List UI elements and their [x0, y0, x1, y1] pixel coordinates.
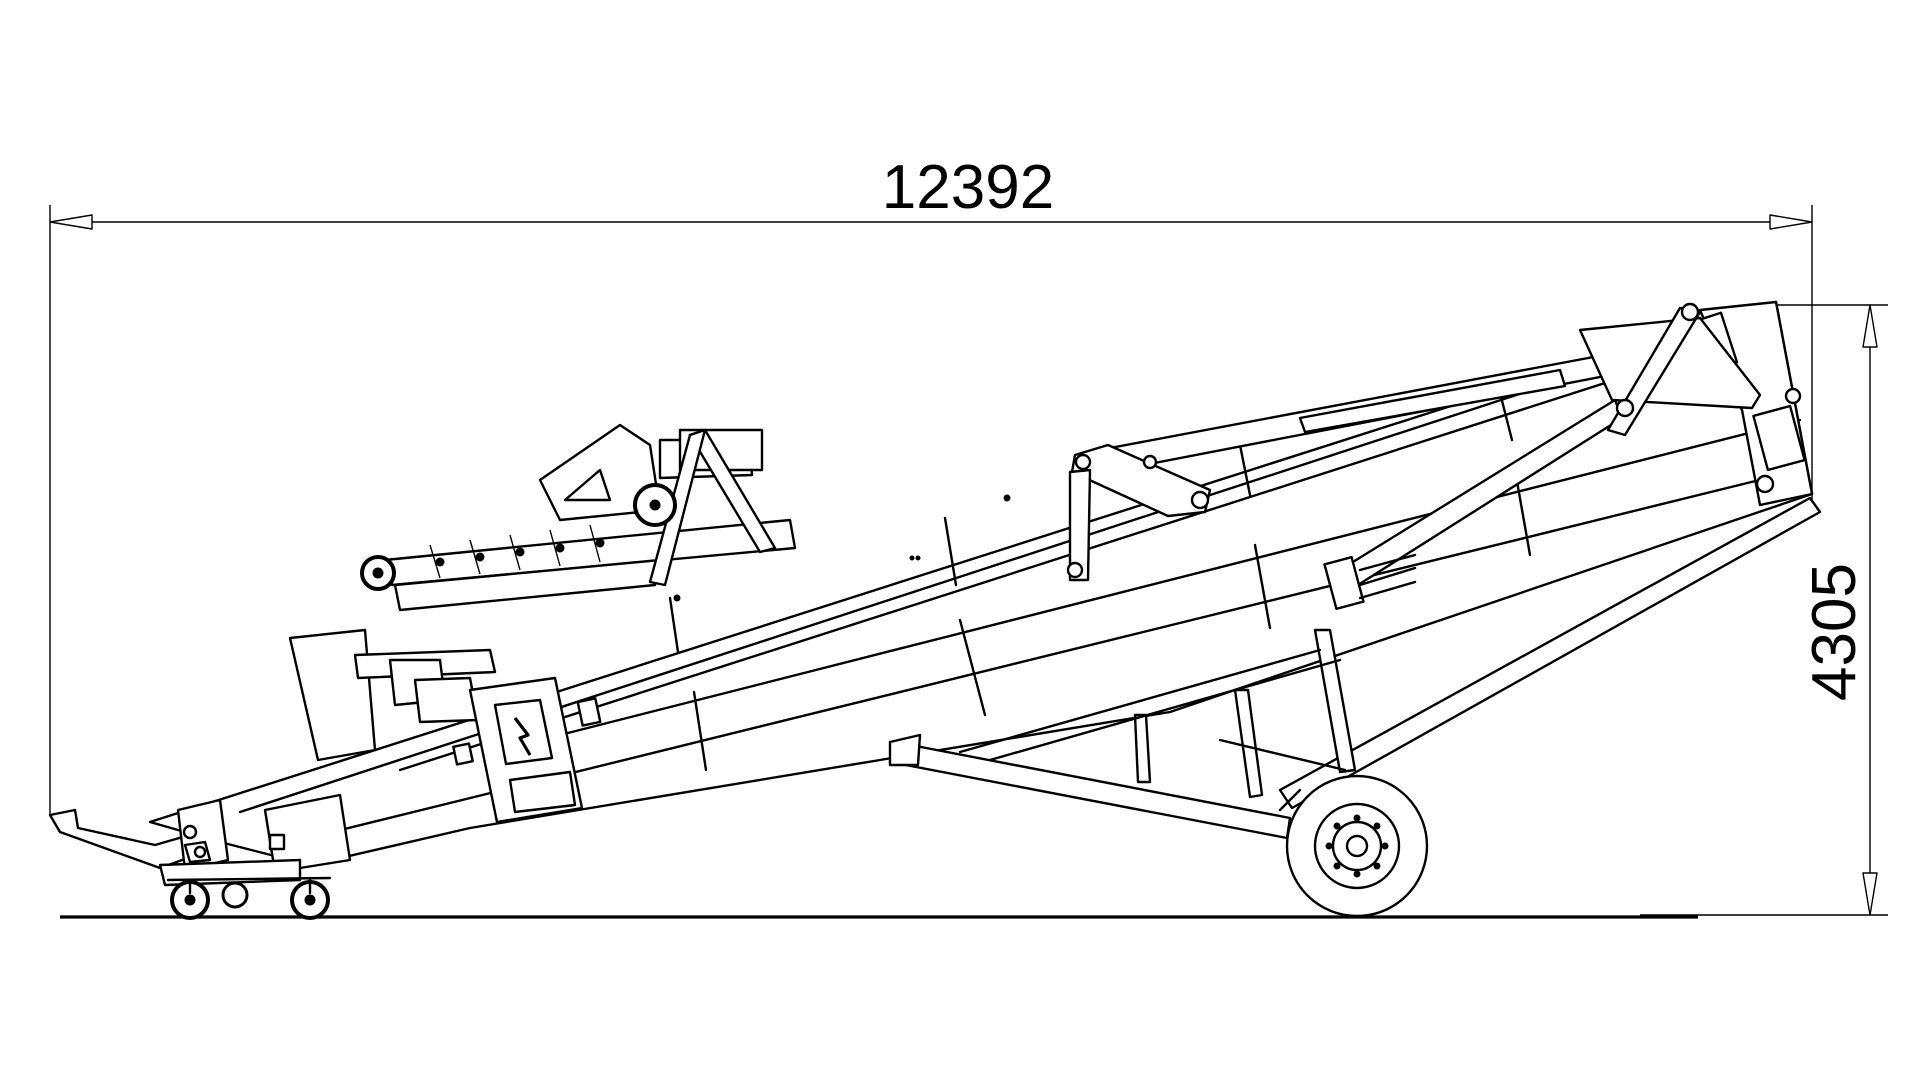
tail-end	[48, 798, 332, 920]
caster-wheel-middle	[221, 881, 249, 909]
length-dimension: 12392	[49, 153, 1813, 815]
height-dimension: 4305	[1640, 304, 1888, 916]
length-dimension-label: 12392	[882, 153, 1054, 222]
height-dimension-label: 4305	[1800, 563, 1869, 701]
loading-hopper	[360, 423, 797, 612]
drive-unit	[263, 628, 602, 874]
lower-chassis	[888, 496, 1822, 918]
upper-support-arms	[1066, 302, 1802, 611]
